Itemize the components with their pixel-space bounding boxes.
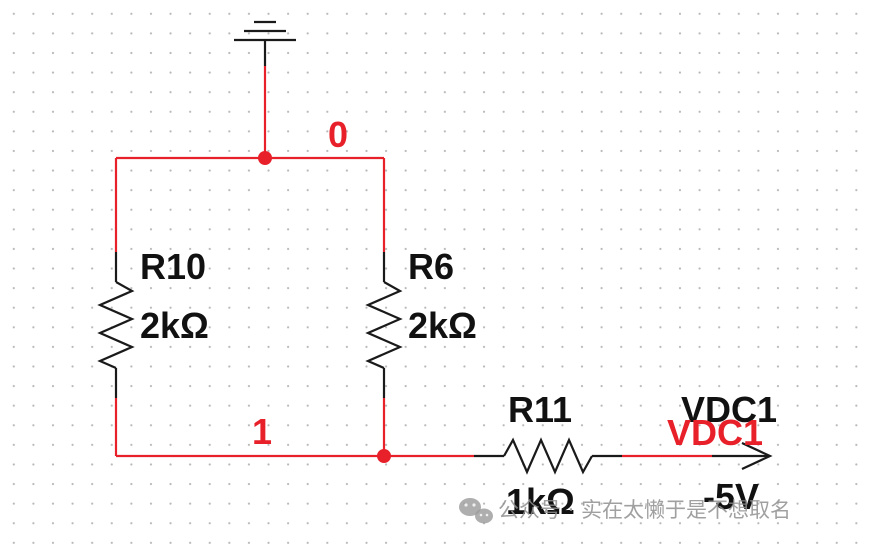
node-label-1: 1 <box>252 411 272 452</box>
r6-ref-label: R6 <box>408 246 454 287</box>
resistor-r11 <box>474 437 622 475</box>
resistor-r10 <box>97 252 135 398</box>
vdc1-ref-label: VDC1 <box>681 389 777 430</box>
r10-ref-label: R10 <box>140 246 206 287</box>
ground-icon <box>234 20 296 66</box>
watermark-text: 公众号 · 实在太懒于是不想取名 <box>498 498 791 522</box>
watermark: 公众号 · 实在太懒于是不想取名 <box>459 498 791 524</box>
r6-value-label: 2kΩ <box>408 305 477 346</box>
wires <box>114 66 712 458</box>
wechat-icon <box>459 498 493 524</box>
r11-ref-label: R11 <box>508 389 572 430</box>
vdc1-connector-arrow-icon <box>712 442 773 470</box>
r10-value-label: 2kΩ <box>140 305 209 346</box>
vdc1-net-label: VDC1 <box>667 412 763 453</box>
resistor-r6 <box>365 252 403 398</box>
r11-value-label: 1kΩ <box>506 481 575 522</box>
junction-node0 <box>258 151 272 165</box>
node-label-0: 0 <box>328 114 348 155</box>
junction-node1 <box>377 449 391 463</box>
vdc1-value-label: -5V <box>703 476 759 517</box>
